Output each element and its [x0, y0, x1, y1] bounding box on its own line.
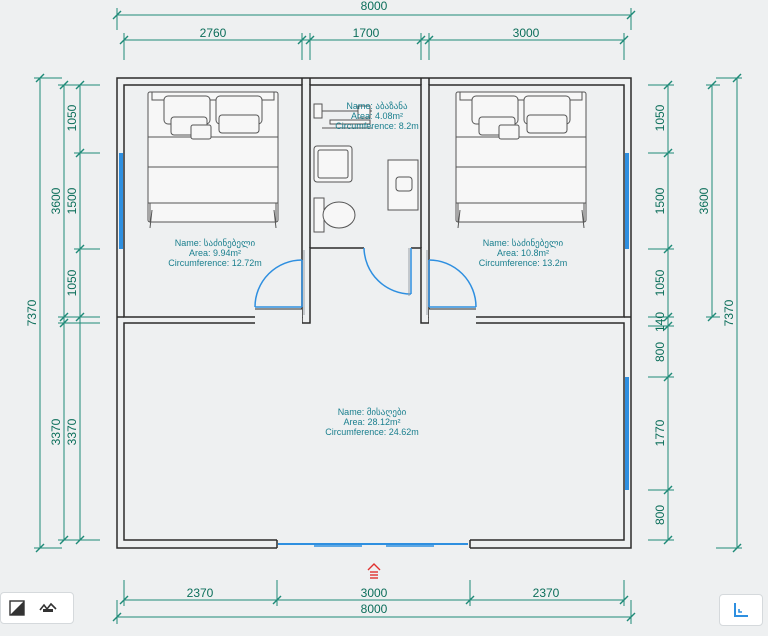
dim-left-total: 7370: [25, 299, 39, 326]
bedroom-left-area: Area: 9.94m²: [189, 248, 241, 258]
dim-left-inner-1: 1050: [65, 104, 79, 131]
room-label-bedroom-right: Name: საძინებელი Area: 10.8m² Circumfere…: [479, 238, 568, 268]
dim-right-inner-5: 800: [653, 342, 667, 362]
living-area: Area: 28.12m²: [343, 417, 400, 427]
dim-top-2: 1700: [353, 26, 380, 40]
corner-tool: [719, 594, 763, 626]
half-square-icon: [9, 600, 25, 616]
dim-top-1: 2760: [200, 26, 227, 40]
entrance-arrow-icon[interactable]: [367, 563, 381, 579]
dim-left-lower: 3370: [49, 418, 63, 445]
bath-name: Name: აბაზანა: [346, 101, 408, 111]
fill-toggle-button[interactable]: [4, 595, 30, 621]
dim-right-inner-3: 1050: [653, 269, 667, 296]
dim-right-total: 7370: [722, 299, 736, 326]
corner-tool-button[interactable]: [728, 597, 754, 623]
dim-bottom-2: 3000: [361, 586, 388, 600]
door-frames: [303, 248, 428, 315]
room-label-living: Name: მისაღები Area: 28.12m² Circumferen…: [325, 407, 419, 437]
room-label-bedroom-left: Name: საძინებელი Area: 9.94m² Circumfere…: [168, 238, 262, 268]
living-name: Name: მისაღები: [338, 407, 407, 418]
dim-left-upper: 3600: [49, 187, 63, 214]
doors[interactable]: [254, 247, 477, 308]
dim-left-inner-3: 1050: [65, 269, 79, 296]
windows[interactable]: [119, 153, 629, 545]
dim-right-upper: 3600: [697, 187, 711, 214]
dim-left-inner-4: 3370: [65, 418, 79, 445]
wall-mode-button[interactable]: [35, 595, 61, 621]
dim-bottom-3: 2370: [533, 586, 560, 600]
dimension-lines: [34, 8, 742, 624]
bedroom-right-circ: Circumference: 13.2m: [479, 258, 568, 268]
door-gaps: [255, 246, 476, 550]
bedroom-left-circ: Circumference: 12.72m: [168, 258, 262, 268]
dim-bottom-total: 8000: [361, 602, 388, 616]
bedroom-right-area: Area: 10.8m²: [497, 248, 549, 258]
view-toolbar: [0, 592, 74, 624]
bedroom-left-name: Name: საძინებელი: [175, 238, 256, 249]
dim-bottom-1: 2370: [187, 586, 214, 600]
dim-right-inner-2: 1500: [653, 187, 667, 214]
dim-right-inner-7: 800: [653, 505, 667, 525]
toilet-bowl: [322, 201, 356, 229]
dim-top-total: 8000: [361, 0, 388, 13]
shower-head: [313, 103, 323, 119]
dimension-ticks: [35, 10, 742, 622]
dim-left-inner-2: 1500: [65, 187, 79, 214]
bath-circ: Circumference: 8.2m: [335, 121, 419, 131]
dim-right-inner-1: 1050: [653, 104, 667, 131]
dim-right-inner-4: 140: [653, 312, 667, 332]
dim-top-3: 3000: [513, 26, 540, 40]
bath-fixtures[interactable]: [313, 103, 419, 233]
bed-right[interactable]: [455, 91, 587, 229]
bedroom-right-name: Name: საძინებელი: [483, 238, 564, 249]
wall-tool-icon: [39, 602, 57, 612]
dim-right-inner-6: 1770: [653, 419, 667, 446]
corner-icon: [734, 603, 748, 617]
bed-left[interactable]: [147, 91, 279, 229]
room-label-bath: Name: აბაზანა Area: 4.08m² Circumference…: [335, 101, 419, 131]
living-circ: Circumference: 24.62m: [325, 427, 419, 437]
bath-area: Area: 4.08m²: [351, 111, 403, 121]
